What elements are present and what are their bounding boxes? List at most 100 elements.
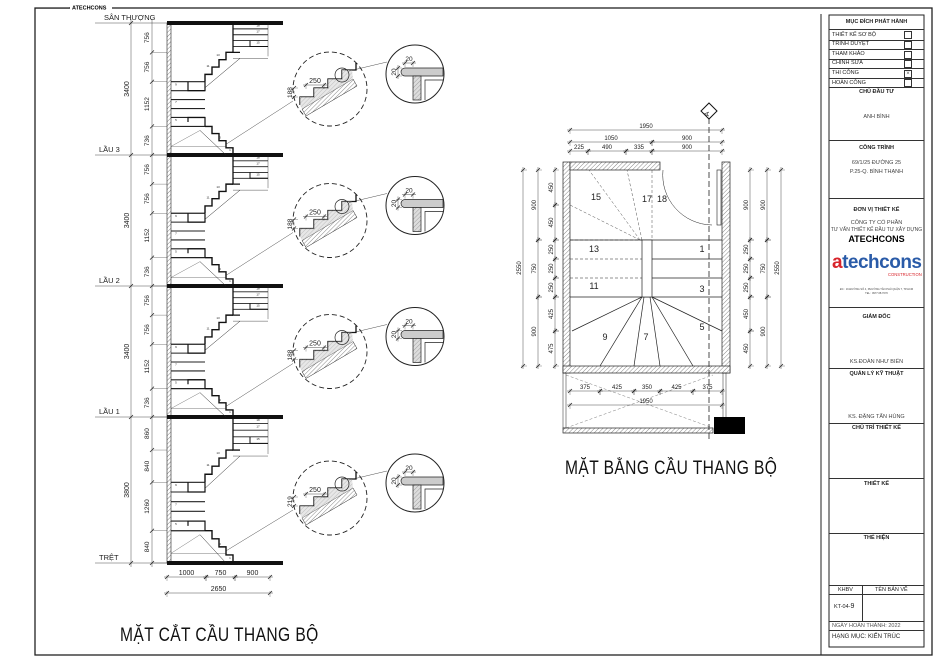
stair-soffit [204,58,241,88]
nosing-detail-circle [385,176,445,235]
detail-leader [348,324,388,334]
step-number: 17 [256,29,260,33]
floor-slab [167,284,283,288]
step-number: 15 [256,41,260,45]
winder-line [599,296,643,367]
stair-soffit [204,455,241,489]
dimension-label: 188 [287,87,294,98]
dimension-label: 250 [744,282,750,293]
wall-bottom [562,365,731,374]
step-number: 5 [175,522,177,526]
issue-purpose-checkbox[interactable] [904,50,912,59]
step-number: 13 [216,451,220,455]
wall-left [562,161,571,374]
stair-soffit [199,534,227,564]
step-number: 13 [216,185,220,189]
step-number: 17 [256,161,260,165]
dimension-label: 1000 [179,570,195,577]
nosing-profile [400,199,444,208]
sub-height-label: 756 [144,61,151,72]
plan-title: MẶT BẰNG CẦU THANG BỘ [565,458,778,479]
issue-purpose-item: CHỈNH SỬA [832,60,863,67]
step-number: 7 [175,232,177,236]
step-number: 9 [175,345,177,349]
nosing-profile [400,330,444,339]
nosing-detail-circle [385,44,445,104]
sub-height-label: 1152 [144,97,151,111]
step-number: 11 [206,327,209,331]
sub-height-label: 756 [144,324,151,335]
dimension-tick [128,283,134,289]
detail-leader [348,193,388,203]
dimension-label: 20 [391,200,398,208]
issue-purpose-checkbox[interactable] [904,40,912,49]
winder-profile [187,520,206,531]
director-name: KS.ĐOÀN NHƯ BIỂN [849,359,904,365]
designer-line1: CÔNG TY CỔ PHẦN [850,220,903,226]
step-number: 1 [229,556,231,560]
floor-height-label: 3800 [124,482,131,498]
dimension-label: 425 [671,385,682,391]
stair-well [641,239,653,298]
window-top-right [716,169,722,226]
top-flight-profile [249,436,268,444]
floor-height-label: 3400 [124,81,131,97]
dimension-label: 219 [287,496,294,507]
dimension-label: 250 [744,263,750,274]
sub-height-label: 1152 [144,228,151,242]
dimension-label: 900 [532,199,538,210]
dimension-label: 250 [549,244,555,255]
nosing-finish [424,79,443,100]
axis-marker [700,102,718,120]
dimension-label: 1950 [639,399,653,405]
step-number: 3 [219,136,221,140]
issue-purpose-checkbox[interactable] [904,60,912,69]
dimension-label: 900 [532,326,538,337]
nosing-profile [400,67,444,77]
sub-height-label: 756 [144,193,151,204]
nosing-post [412,75,422,101]
winder-profile [187,482,206,493]
detail-leader [225,232,294,276]
project-address-line1: 69/1/25 ĐƯỜNG 25 [851,160,902,166]
step-number: 15 [256,172,260,176]
issue-purpose-checkbox[interactable]: × [904,69,912,78]
step-number: 17 [256,292,260,296]
director-heading: GIÁM ĐỐC [862,314,891,320]
window-right [722,372,727,419]
issue-purpose-checkbox[interactable] [904,79,912,88]
door-swing [662,169,713,226]
winder-profile [187,116,206,127]
step-number: 18 [256,155,260,159]
owner-name: ANH BÌNH [863,114,890,120]
step-number: 9 [602,332,607,342]
dimension-label: 2650 [211,586,227,593]
dimension-tick [128,152,134,158]
step-number: 5 [175,118,177,122]
step-number: 7 [175,100,177,104]
level-label: SÂN THƯỢNG [104,13,156,22]
dimension-label: 20 [391,477,398,485]
dimension-label: 450 [744,343,750,354]
issue-purpose-item: HOÀN CÔNG [832,79,866,86]
stair-soffit [170,130,201,147]
step-number: 17 [256,425,260,429]
dimension-label: 250 [309,487,321,494]
designer-company-name: ATECHCONS [848,234,905,244]
detail-fill [300,201,353,241]
sub-height-label: 756 [144,295,151,306]
detail-fill [300,332,353,372]
winder-line [649,296,661,367]
top-flight-profile [232,23,240,54]
wall-lower [562,427,714,434]
stair-flight-lower [205,387,234,417]
drawing-number: 9 [850,603,855,610]
axis-label: A [704,111,711,116]
dimension-label: 188 [287,218,294,229]
step-number: 11 [206,463,209,467]
issue-purpose-checkbox[interactable] [904,31,912,40]
level-label: LẦU 2 [99,275,120,285]
dimension-label: 425 [549,308,555,319]
step-number: 13 [216,53,220,57]
